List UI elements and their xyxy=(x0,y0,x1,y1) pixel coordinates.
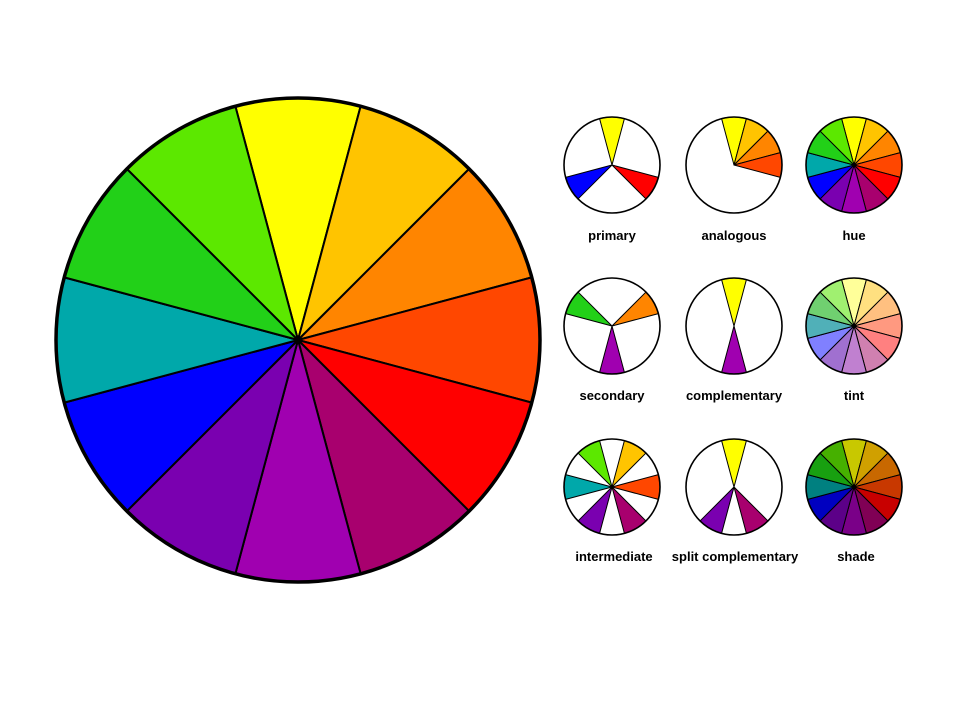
example-tint: tint xyxy=(805,277,903,403)
mini-wheel-outline xyxy=(685,277,783,375)
complementary-wheel xyxy=(685,277,783,375)
hue-wheel xyxy=(805,116,903,214)
mini-wheel-outline xyxy=(685,438,783,536)
example-shade: shade xyxy=(805,438,903,564)
mini-wheel-outline xyxy=(563,116,661,214)
shade-label: shade xyxy=(837,549,875,564)
complementary-label: complementary xyxy=(686,388,783,403)
example-analogous: analogous xyxy=(685,116,783,243)
tint-label: tint xyxy=(844,388,865,403)
analogous-wheel xyxy=(685,116,783,214)
primary-wheel xyxy=(563,116,661,214)
example-intermediate: intermediate xyxy=(563,438,661,564)
mini-wheel-outline xyxy=(563,277,661,375)
example-split-complementary: split complementary xyxy=(672,438,799,564)
primary-label: primary xyxy=(588,228,636,243)
example-complementary: complementary xyxy=(685,277,783,403)
wheel-outline xyxy=(54,96,542,584)
mini-wheel-outline xyxy=(563,438,661,536)
tint-wheel xyxy=(805,277,903,375)
mini-wheel-outline xyxy=(805,277,903,375)
example-hue: hue xyxy=(805,116,903,243)
mini-wheel-outline xyxy=(805,116,903,214)
split-complementary-label: split complementary xyxy=(672,549,799,564)
example-primary: primary xyxy=(563,116,661,243)
intermediate-wheel xyxy=(563,438,661,536)
hue-label: hue xyxy=(842,228,865,243)
analogous-label: analogous xyxy=(701,228,766,243)
main-color-wheel xyxy=(54,96,542,584)
mini-wheel-outline xyxy=(685,116,783,214)
wheel-center xyxy=(294,336,302,344)
split-complementary-wheel xyxy=(685,438,783,536)
shade-wheel xyxy=(805,438,903,536)
mini-wheel-outline xyxy=(805,438,903,536)
secondary-wheel xyxy=(563,277,661,375)
secondary-label: secondary xyxy=(579,388,645,403)
example-secondary: secondary xyxy=(563,277,661,403)
intermediate-label: intermediate xyxy=(575,549,652,564)
